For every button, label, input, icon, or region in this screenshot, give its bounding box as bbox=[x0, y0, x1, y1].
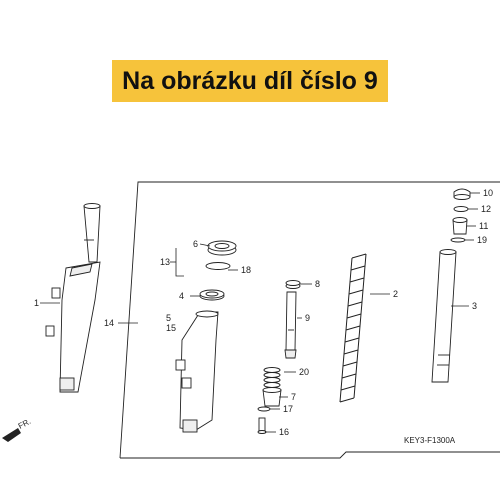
part-fork-bolt bbox=[453, 188, 471, 200]
part-o-ring bbox=[453, 206, 469, 212]
callout-14: 14 bbox=[104, 318, 114, 328]
part-stop-ring bbox=[205, 262, 231, 270]
part-fork-tube bbox=[431, 249, 457, 383]
highlight-banner: Na obrázku díl číslo 9 bbox=[112, 60, 388, 102]
assembly-frame-bottom bbox=[120, 451, 500, 459]
part-fork-leg-left bbox=[45, 203, 101, 393]
callout-13: 13 bbox=[160, 257, 170, 267]
callout-3: 3 bbox=[472, 301, 477, 311]
front-direction-arrow-icon bbox=[2, 428, 21, 442]
part-piston-ring bbox=[285, 280, 301, 289]
callout-11: 11 bbox=[479, 221, 488, 231]
part-oil-seal bbox=[207, 240, 237, 256]
callout-15: 15 bbox=[166, 323, 176, 333]
callout-4: 4 bbox=[179, 291, 184, 301]
banner-text: Na obrázku díl číslo 9 bbox=[122, 66, 378, 95]
part-sealing-washer bbox=[257, 406, 271, 412]
callout-20: 20 bbox=[299, 367, 309, 377]
callout-18: 18 bbox=[241, 265, 251, 275]
callout-7: 7 bbox=[291, 392, 296, 402]
callout-9: 9 bbox=[305, 313, 310, 323]
part-back-up-ring bbox=[199, 289, 225, 301]
callout-1: 1 bbox=[34, 298, 39, 308]
callout-10: 10 bbox=[483, 188, 493, 198]
callout-19: 19 bbox=[477, 235, 487, 245]
part-stopper-ring bbox=[450, 237, 466, 243]
part-rebound-spring bbox=[263, 367, 281, 388]
part-bottom-case bbox=[175, 310, 219, 433]
assembly-frame bbox=[119, 181, 500, 459]
diagram-code: KEY3-F1300A bbox=[404, 436, 456, 445]
direction-marker-label: FR. bbox=[17, 417, 33, 431]
part-fork-piston bbox=[284, 291, 297, 359]
callout-6: 6 bbox=[193, 239, 198, 249]
part-fork-spring bbox=[339, 253, 367, 403]
part-spacer bbox=[452, 217, 468, 235]
callout-12: 12 bbox=[481, 204, 491, 214]
part-socket-bolt bbox=[257, 417, 267, 434]
callout-2: 2 bbox=[393, 289, 398, 299]
callout-5: 5 bbox=[166, 313, 171, 323]
callout-17: 17 bbox=[283, 404, 293, 414]
callout-8: 8 bbox=[315, 279, 320, 289]
callout-leaders bbox=[40, 192, 480, 433]
callout-16: 16 bbox=[279, 427, 289, 437]
part-oil-lock-piece bbox=[262, 387, 282, 407]
